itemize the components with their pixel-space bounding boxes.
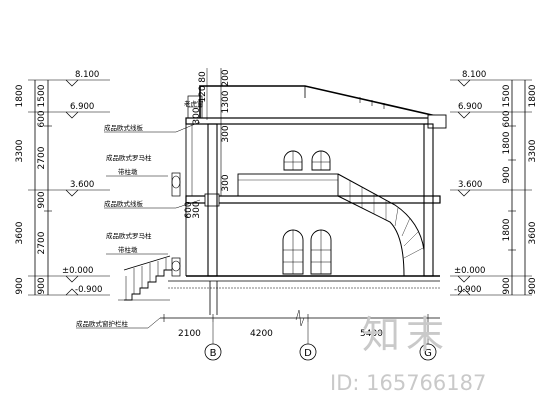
center-dim-300-b: 300 (221, 174, 231, 191)
right-dim-inner-1: 1500 (502, 84, 512, 107)
note-cornice-2f: 成品欧式线板 (104, 123, 144, 132)
left-dim-inner-6: 900 (37, 277, 47, 294)
note-column-1f: 成品欧式罗马柱 (106, 231, 152, 240)
note-pedestal-1f: 带柱墩 (118, 245, 138, 254)
right-dim-inner-4: 900 (502, 166, 512, 183)
dormer-note: 老虎窗 (184, 99, 204, 108)
right-dim-inner-3: 1800 (502, 131, 512, 154)
left-level-5: -0.900 (75, 285, 102, 295)
left-dim-outer-3: 3600 (15, 221, 25, 244)
arched-window-lower-right (310, 229, 332, 275)
right-level-2: 6.900 (458, 102, 482, 112)
note-cornice-1f: 成品欧式线板 (104, 199, 144, 208)
right-dim-outer-3: 3600 (528, 221, 538, 244)
right-level-4: ±0.000 (454, 266, 485, 276)
right-dim-outer-2: 3300 (528, 139, 538, 162)
center-dim-300-lower: 300 (192, 201, 202, 218)
watermark: 知末 ID: 165766187 (330, 313, 486, 395)
right-dim-inner-5: 1800 (502, 218, 512, 241)
left-dim-outer-4: 900 (15, 277, 25, 294)
right-level-3: 3.600 (458, 180, 482, 190)
note-pedestal-2f: 带柱墩 (118, 167, 138, 176)
center-dim-300-a: 300 (221, 125, 231, 142)
right-dimension-chain: 1500 600 1800 900 1800 900 1800 3300 360… (450, 79, 538, 296)
bottom-dim-3: 5400 (360, 329, 383, 339)
arched-window-upper-right (311, 150, 331, 171)
center-dim-1300: 1300 (221, 90, 231, 113)
left-level-markers: 8.100 6.900 3.600 ±0.000 -0.900 (62, 70, 102, 296)
bottom-dim-2: 4200 (250, 329, 273, 339)
right-level-1: 8.100 (462, 70, 486, 80)
bottom-dim-1: 2100 (178, 329, 201, 339)
watermark-id: ID: 165766187 (330, 371, 486, 395)
entrance-steps (118, 255, 172, 301)
left-dim-inner-5: 2700 (37, 231, 47, 254)
center-dim-600: 600 (184, 201, 194, 218)
axis-label-b: B (210, 348, 217, 359)
left-dim-outer-2: 3300 (15, 139, 25, 162)
left-dim-outer-1: 1800 (15, 84, 25, 107)
left-level-1: 8.100 (75, 70, 99, 80)
right-dim-inner-2: 600 (502, 110, 512, 127)
left-dim-inner-1: 1500 (37, 84, 47, 107)
arched-window-lower-left (282, 229, 304, 275)
right-dim-outer-1: 1800 (528, 84, 538, 107)
watermark-logo: 知末 (362, 313, 450, 357)
center-dim-200: 200 (221, 69, 231, 86)
annotations: 成品欧式线板 成品欧式罗马柱 带柱墩 成品欧式线板 成品欧式罗马柱 带柱墩 成品… (76, 121, 201, 329)
left-dim-inner-2: 600 (37, 110, 47, 127)
left-level-2: 6.900 (70, 102, 94, 112)
left-level-4: ±0.000 (62, 266, 93, 276)
axis-label-g: G (424, 348, 432, 359)
note-window-rail: 成品欧式窗护栏柱 (76, 319, 129, 328)
left-level-3: 3.600 (70, 180, 94, 190)
note-column-2f: 成品欧式罗马柱 (106, 153, 152, 162)
right-dim-inner-6: 900 (502, 277, 512, 294)
right-level-5: -0.900 (454, 285, 481, 295)
axis-label-d: D (304, 348, 312, 359)
center-dim-120: 120 (198, 85, 208, 102)
center-dim-300-c: 300 (192, 107, 202, 124)
staircase (337, 173, 425, 277)
left-dim-inner-4: 900 (37, 191, 47, 208)
center-dim-80: 80 (198, 71, 208, 83)
right-level-markers: 8.100 6.900 3.600 ±0.000 -0.900 (454, 70, 486, 296)
left-dim-inner-3: 2700 (37, 146, 47, 169)
left-dimension-chain: 1800 3300 3600 900 1500 600 2700 900 270… (15, 79, 110, 296)
building-section: 200 1300 300 300 80 120 300 300 600 老虎窗 (118, 68, 447, 315)
axis-markers: B D G (204, 343, 437, 361)
bottom-dimension-line: 2100 4200 5400 (160, 309, 440, 344)
arched-window-upper-left (283, 150, 303, 171)
right-dim-outer-4: 900 (528, 277, 538, 294)
